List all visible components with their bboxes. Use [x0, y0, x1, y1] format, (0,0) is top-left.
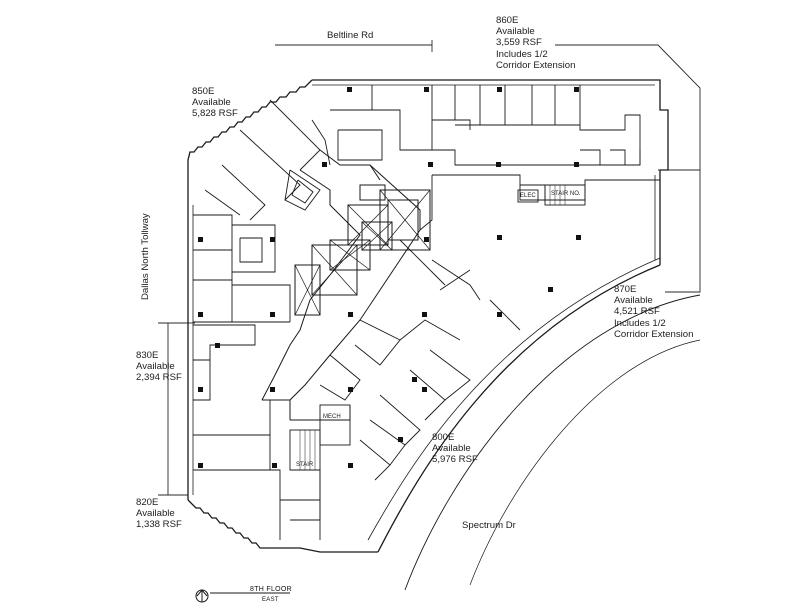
boundary-lines [158, 40, 701, 496]
wing-label: EAST [262, 597, 279, 603]
suite-status: Available [496, 26, 535, 38]
room-tag-stair-north: STAIR NO. [551, 191, 581, 197]
suite-label-870e: 870E Available 4,521 RSF Includes 1/2 Co… [614, 284, 693, 340]
street-label-southeast: Spectrum Dr [462, 520, 516, 531]
north-stair [517, 184, 586, 206]
room-tag-stair-south: STAIR [296, 462, 314, 468]
suite-status: Available [432, 443, 471, 455]
structural-columns [198, 87, 581, 468]
suite-label-800e: 800E Available 5,976 RSF [432, 432, 478, 466]
floor-label: 8TH FLOOR [250, 586, 292, 593]
suite-area: 4,521 RSF [614, 306, 660, 318]
north-arrow-icon [195, 589, 290, 603]
suite-note: Includes 1/2 [614, 317, 666, 329]
elevator-shaft-crosses [294, 189, 431, 316]
suite-area: 5,828 RSF [192, 108, 238, 120]
suite-note: Corridor Extension [496, 59, 576, 71]
south-services [280, 404, 351, 540]
suite-id: 860E [496, 15, 519, 26]
suite-note: Includes 1/2 [496, 48, 548, 60]
suite-id: 800E [432, 432, 455, 443]
room-tag-mech: MECH [323, 414, 341, 420]
suite-label-830e: 830E Available 2,394 RSF [136, 350, 182, 384]
suite-area: 2,394 RSF [136, 372, 182, 384]
suite-id: 850E [192, 86, 215, 97]
suite-status: Available [614, 295, 653, 307]
street-label-west: Dallas North Tollway [140, 213, 151, 300]
suite-status: Available [192, 97, 231, 109]
suite-label-820e: 820E Available 1,338 RSF [136, 497, 182, 531]
suite-id: 820E [136, 497, 159, 508]
suite-id: 870E [614, 284, 637, 295]
north-offices [311, 85, 641, 166]
west-offices [193, 214, 291, 540]
room-tag-elec: ELEC [520, 193, 536, 199]
suite-area: 3,559 RSF [496, 37, 542, 49]
suite-status: Available [136, 361, 175, 373]
suite-area: 1,338 RSF [136, 519, 182, 531]
suite-id: 830E [136, 350, 159, 361]
street-label-north: Beltline Rd [327, 30, 374, 41]
building-shell [187, 79, 701, 591]
suite-label-860e: 860E Available 3,559 RSF Includes 1/2 Co… [496, 15, 575, 71]
suite-label-850e: 850E Available 5,828 RSF [192, 86, 238, 120]
elevator-core [294, 184, 431, 316]
suite-note: Corridor Extension [614, 328, 694, 340]
suite-status: Available [136, 508, 175, 520]
suite-area: 5,976 RSF [432, 454, 478, 466]
